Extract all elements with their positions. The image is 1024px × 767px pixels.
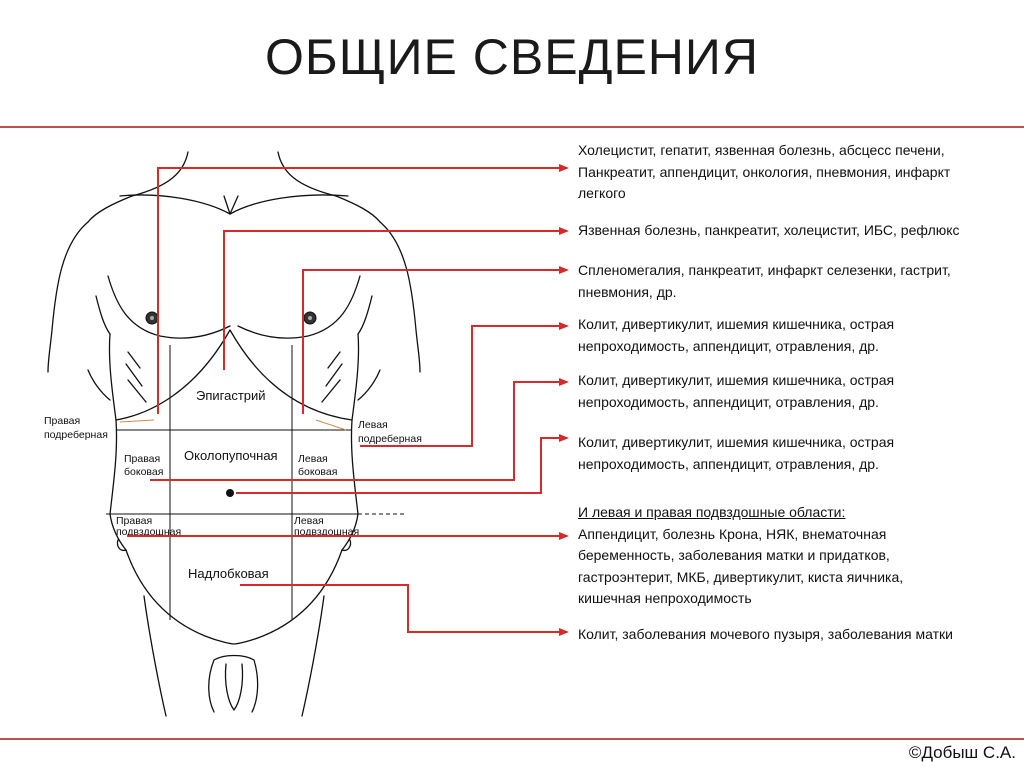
left-hip (109, 513, 127, 551)
right-armpit (357, 295, 373, 335)
right-shoulder-top (335, 195, 381, 223)
desc-right-lateral: Колит, дивертикулит, ишемия кишечника, о… (578, 370, 1018, 413)
desc-line: пневмония, др. (578, 283, 677, 300)
left-arm-inner (87, 369, 111, 401)
desc-iliac: И левая и правая подвздошные области: Ап… (578, 502, 1018, 610)
desc-line: Колит, заболевания мочевого пузыря, забо… (578, 626, 953, 642)
right-arm-outer (379, 221, 421, 373)
page-title: ОБЩИЕ СВЕДЕНИЯ (265, 29, 759, 85)
connector-umbilical (236, 434, 569, 494)
desc-line: непроходимость, аппендицит, отравления, … (578, 337, 879, 354)
desc-suprapubic: Колит, заболевания мочевого пузыря, забо… (578, 624, 1018, 646)
label-umbilical: Околопупочная (184, 448, 278, 463)
connector-left-lateral (360, 322, 569, 447)
right-pectoral (237, 275, 361, 339)
connector-suprapubic (240, 584, 569, 636)
label-left-hypochondrium-1: Левая (358, 419, 388, 431)
label-left-iliac-1: Левая (294, 515, 324, 527)
left-shoulder-top (87, 195, 133, 223)
right-iliac-crest (341, 539, 352, 552)
desc-line: беременность, заболевания матки и придат… (578, 547, 890, 563)
right-hip (341, 513, 359, 551)
desc-line: Аппендицит, болезнь Крона, НЯК, внематоч… (578, 525, 887, 542)
label-epigastric: Эпигастрий (196, 388, 266, 403)
label-left-lateral-2: боковая (298, 466, 337, 478)
desc-line: Спленомегалия, панкреатит, инфаркт селез… (578, 262, 951, 278)
left-iliac-crest (116, 539, 127, 552)
connector-right-lateral (150, 378, 569, 481)
top-divider (0, 126, 1024, 128)
desc-left-lateral: Колит, дивертикулит, ишемия кишечника, о… (578, 314, 1018, 357)
left-pectoral (107, 275, 231, 339)
label-right-lateral-2: боковая (124, 466, 163, 478)
region-grid (106, 345, 404, 620)
label-right-iliac-1: Правая (116, 515, 152, 527)
desc-line: непроходимость, аппендицит, отравления, … (578, 393, 879, 410)
rib-arch (115, 329, 353, 421)
lower-abdomen-outline (125, 549, 343, 645)
neck-right-line (277, 151, 337, 197)
label-right-hypochondrium-2: подреберная (44, 429, 108, 441)
right-hypochondrium-pointer (119, 419, 155, 423)
left-armpit (95, 295, 111, 335)
label-left-hypochondrium-2: подреберная (358, 433, 422, 445)
label-right-hypochondrium-1: Правая (44, 415, 80, 427)
connector-left-hypochondrium (302, 266, 569, 414)
desc-right-hypochondrium: Холецистит, гепатит, язвенная болезнь, а… (578, 140, 1018, 205)
desc-line: Язвенная болезнь, панкреатит, холецистит… (578, 222, 960, 238)
sternal-notch (223, 195, 239, 215)
left-hypochondrium-pointer (315, 419, 347, 431)
genital-inner (224, 663, 244, 711)
connector-right-hypochondrium (157, 164, 569, 414)
desc-umbilical: Колит, дивертикулит, ишемия кишечника, о… (578, 432, 1018, 475)
nipple-markers (145, 311, 317, 325)
desc-iliac-header: И левая и правая подвздошные области: (578, 504, 846, 520)
navel-marker (226, 489, 234, 497)
label-suprapubic: Надлобковая (188, 566, 269, 581)
torso-outline (47, 151, 421, 717)
desc-epigastric: Язвенная болезнь, панкреатит, холецистит… (578, 220, 1018, 242)
desc-line: Колит, дивертикулит, ишемия кишечника, о… (578, 434, 895, 450)
desc-line: Панкреатит, аппендицит, онкология, пневм… (578, 163, 951, 180)
left-serratus (125, 351, 147, 403)
label-left-lateral-1: Левая (298, 453, 328, 465)
genital-outline (208, 654, 259, 713)
left-leg-outer (143, 595, 167, 717)
right-leg-outer (301, 595, 325, 717)
left-arm-outer (47, 221, 89, 373)
torso-left-side (108, 333, 118, 515)
desc-line: гастроэнтерит, МКБ, дивертикулит, киста … (578, 568, 904, 585)
desc-left-hypochondrium: Спленомегалия, панкреатит, инфаркт селез… (578, 260, 1018, 303)
desc-line: легкого (578, 185, 626, 201)
bottom-divider (0, 738, 1024, 740)
desc-line: Колит, дивертикулит, ишемия кишечника, о… (578, 316, 895, 332)
copyright-text: ©Добыш С.А. (908, 743, 1016, 762)
connector-epigastric (223, 227, 569, 370)
desc-line: Колит, дивертикулит, ишемия кишечника, о… (578, 372, 895, 388)
right-serratus (321, 351, 343, 403)
desc-line: непроходимость, аппендицит, отравления, … (578, 455, 879, 472)
right-arm-inner (357, 369, 381, 401)
neck-left-line (131, 151, 189, 197)
label-right-lateral-1: Правая (124, 453, 160, 465)
desc-line: кишечная непроходимость (578, 590, 752, 606)
desc-line: Холецистит, гепатит, язвенная болезнь, а… (578, 142, 945, 158)
